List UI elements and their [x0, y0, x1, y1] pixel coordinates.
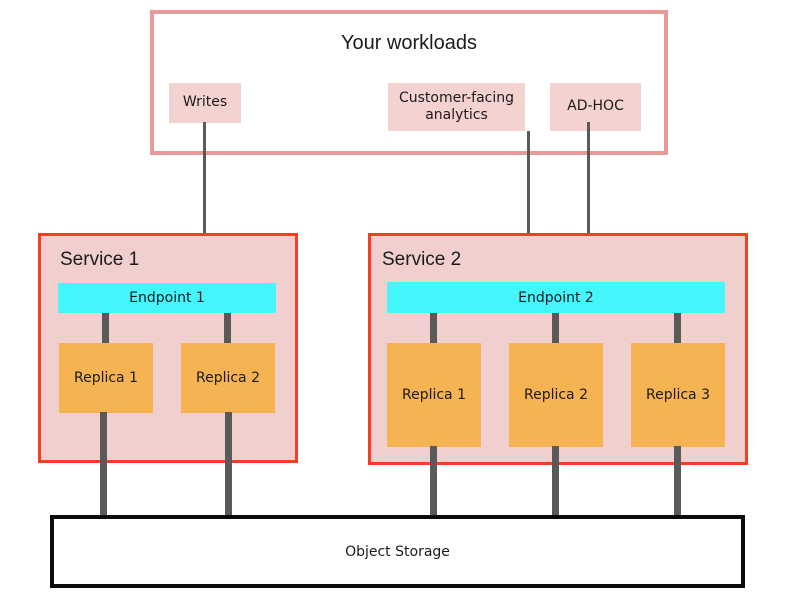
- link-s2-replica1-storage: [430, 446, 437, 519]
- service-2-label: Service 2: [382, 249, 462, 270]
- workload-chip-adhoc[interactable]: AD-HOC: [550, 83, 641, 131]
- arrow-writes-to-endpoint1-line: [203, 122, 206, 256]
- service-1-label: Service 1: [60, 249, 140, 270]
- link-endpoint2-replica3: [674, 313, 681, 344]
- link-endpoint2-replica1: [430, 313, 437, 344]
- service-2-replica-1[interactable]: Replica 1: [387, 343, 481, 447]
- workload-chip-writes[interactable]: Writes: [169, 83, 241, 123]
- link-s1-replica1-storage: [100, 412, 107, 519]
- service-1-replica-1[interactable]: Replica 1: [59, 343, 153, 413]
- link-endpoint1-replica2: [224, 313, 231, 344]
- service-2-replica-2[interactable]: Replica 2: [509, 343, 603, 447]
- service-1-replica-2[interactable]: Replica 2: [181, 343, 275, 413]
- link-endpoint2-replica2: [552, 313, 559, 344]
- service-2-replica-3[interactable]: Replica 3: [631, 343, 725, 447]
- service-1-endpoint[interactable]: Endpoint 1: [58, 283, 276, 313]
- link-endpoint1-replica1: [102, 313, 109, 344]
- arrow-analytics-to-endpoint2-line: [527, 131, 530, 256]
- service-2-endpoint[interactable]: Endpoint 2: [387, 282, 725, 313]
- link-s2-replica3-storage: [674, 446, 681, 519]
- link-s1-replica2-storage: [225, 412, 232, 519]
- object-storage-box[interactable]: Object Storage: [50, 515, 745, 588]
- workload-chip-analytics[interactable]: Customer-facing analytics: [388, 83, 525, 131]
- workloads-title: Your workloads: [340, 32, 477, 54]
- arrow-adhoc-to-endpoint2-line: [587, 122, 590, 256]
- link-s2-replica2-storage: [552, 446, 559, 519]
